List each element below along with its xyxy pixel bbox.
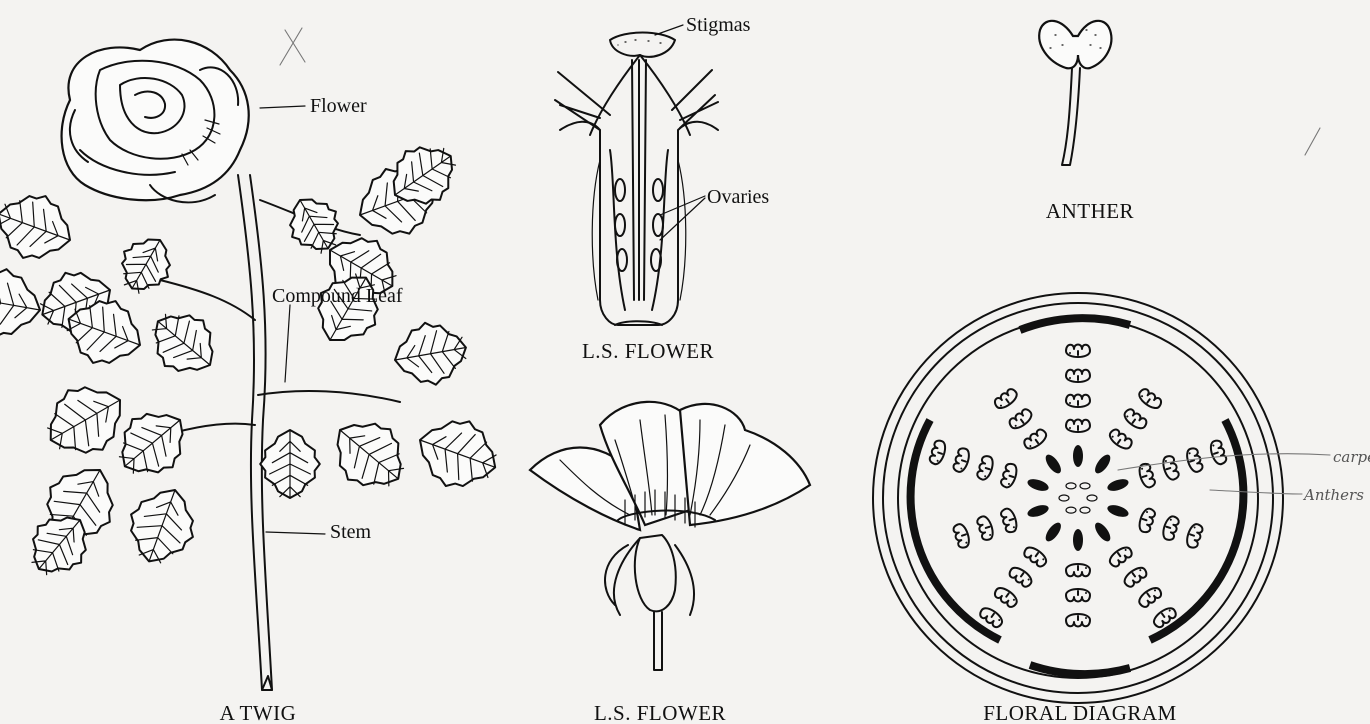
stamen [1066, 614, 1090, 627]
caption-floral-diagram: FLORAL DIAGRAM [983, 701, 1176, 724]
stamen [976, 515, 995, 542]
leaflet [260, 430, 320, 498]
central-ovule [1087, 495, 1097, 501]
stamen [993, 387, 1020, 411]
stamen [1066, 345, 1090, 358]
stamen [1066, 420, 1090, 433]
carpel [1073, 529, 1083, 551]
caption-ls-flower-bottom: L.S. FLOWER [594, 701, 726, 724]
stamen [1161, 515, 1180, 542]
label-flower: Flower [310, 95, 367, 117]
label-carpel: carpel [1333, 448, 1370, 466]
label-stem: Stem [330, 521, 372, 543]
carpel [1026, 503, 1050, 519]
floral-diagram [873, 293, 1283, 703]
label-ovaries: Ovaries [707, 186, 769, 208]
twig-figure [0, 40, 507, 690]
ls-flower-bottom [530, 402, 810, 670]
leaflet [390, 317, 472, 391]
leaflet [0, 183, 81, 271]
stamen [1107, 544, 1134, 568]
stamen [1122, 407, 1149, 431]
stamen [1122, 565, 1149, 589]
label-stigmas: Stigmas [686, 14, 751, 36]
stamen [1007, 565, 1034, 589]
leaflet [0, 262, 46, 344]
stamen [1022, 544, 1049, 568]
central-ovule [1059, 495, 1069, 501]
twig-stem [238, 175, 272, 690]
carpel [1106, 477, 1130, 493]
stamen [1066, 395, 1090, 408]
leaflet [408, 408, 507, 500]
carpel [1092, 520, 1113, 544]
central-ovule [1066, 507, 1076, 513]
carpel [1026, 477, 1050, 493]
ls-flower-top [555, 33, 718, 326]
label-compound-leaf: Compound Leaf [272, 285, 403, 307]
carpel [1073, 445, 1083, 467]
label-anthers: Anthers [1302, 486, 1364, 504]
leaflet [110, 227, 182, 301]
stamen [928, 439, 947, 466]
stamen [952, 522, 971, 549]
carpel [1092, 452, 1113, 476]
stamen [1137, 507, 1156, 534]
caption-twig: A TWIG [220, 701, 297, 724]
stamen [952, 447, 971, 474]
stamen [1000, 462, 1019, 489]
stamen [1066, 589, 1090, 602]
stamen [1000, 507, 1019, 534]
leaflet [34, 370, 138, 470]
stamen [1107, 427, 1134, 451]
central-ovule [1080, 483, 1090, 489]
leaflet [319, 405, 420, 504]
carpel [1106, 503, 1130, 519]
carpel [1043, 520, 1064, 544]
stamen [1066, 564, 1090, 577]
caption-anther: ANTHER [1046, 199, 1134, 223]
stamen [1185, 522, 1204, 549]
stamen [976, 455, 995, 482]
stamen [1208, 439, 1227, 466]
stamen [1022, 427, 1049, 451]
central-ovule [1080, 507, 1090, 513]
leaflet [139, 298, 229, 387]
leaflet [118, 479, 206, 573]
stamen [1066, 370, 1090, 383]
stamen [993, 585, 1020, 609]
stamen [1136, 585, 1163, 609]
pencil-stroke [1305, 128, 1320, 155]
rose-flower [62, 40, 249, 203]
central-ovule [1066, 483, 1076, 489]
anther-figure [1039, 21, 1111, 165]
carpel [1043, 452, 1064, 476]
caption-ls-flower-top: L.S. FLOWER [582, 339, 714, 363]
stamen [1161, 455, 1180, 482]
stamen [1007, 407, 1034, 431]
stamen [1136, 387, 1163, 411]
pencil-cross-mark [280, 28, 305, 65]
